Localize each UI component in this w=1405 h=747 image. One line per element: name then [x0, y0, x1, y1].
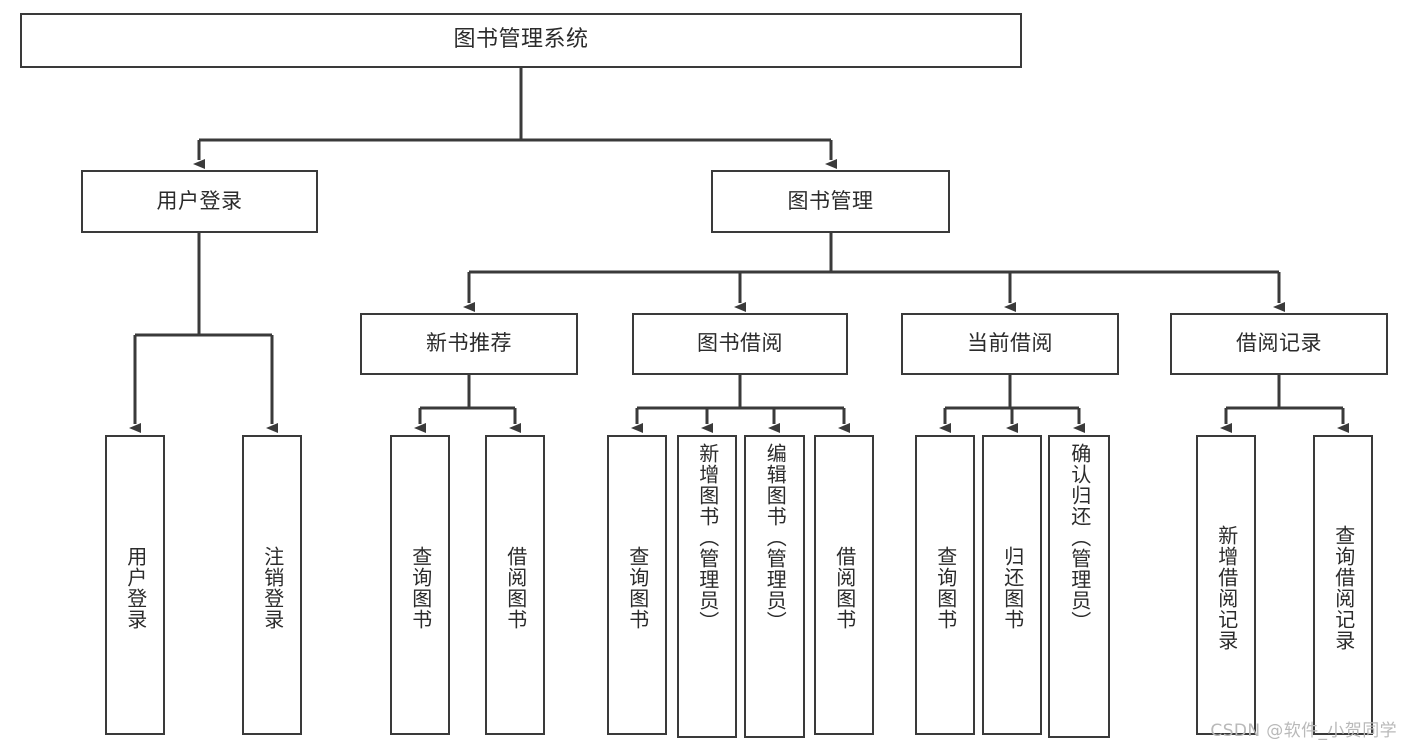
- leaf-current-borrow-return-book[interactable]: 归还图书: [982, 435, 1042, 735]
- node-borrow-record[interactable]: 借阅记录: [1170, 313, 1388, 375]
- node-root-book-management-system[interactable]: 图书管理系统: [20, 13, 1022, 68]
- connector-group-borrow-records: [1220, 375, 1349, 433]
- leaf-book-borrow-borrow-book[interactable]: 借阅图书: [814, 435, 874, 735]
- leaf-label: 借阅图书: [832, 546, 857, 630]
- connector-group-user-login: [129, 233, 278, 433]
- leaf-user-login-login[interactable]: 用户登录: [105, 435, 165, 735]
- leaf-borrow-record-query-record[interactable]: 查询借阅记录: [1313, 435, 1373, 735]
- leaf-new-book-query-book[interactable]: 查询图书: [390, 435, 450, 735]
- leaf-book-borrow-edit-book-admin[interactable]: 编辑图书（管理员）: [744, 435, 805, 738]
- connector-group-root: [193, 68, 837, 169]
- leaf-label: 用户登录: [123, 546, 148, 630]
- node-label: 图书管理: [787, 188, 874, 213]
- leaf-new-book-borrow-book[interactable]: 借阅图书: [485, 435, 545, 735]
- leaf-label: 查询借阅记录: [1331, 525, 1356, 651]
- leaf-user-login-logout[interactable]: 注销登录: [242, 435, 302, 735]
- connector-group-borrow: [631, 375, 850, 433]
- node-label: 图书借阅: [697, 331, 783, 356]
- leaf-borrow-record-add-record[interactable]: 新增借阅记录: [1196, 435, 1256, 735]
- leaf-label: 确认归还（管理员）: [1067, 443, 1092, 632]
- node-label: 当前借阅: [967, 331, 1053, 356]
- leaf-label: 查询图书: [625, 546, 650, 630]
- connector-group-book-mgmt: [463, 233, 1285, 312]
- leaf-label: 新增借阅记录: [1214, 525, 1239, 651]
- leaf-book-borrow-add-book-admin[interactable]: 新增图书（管理员）: [677, 435, 737, 738]
- node-book-management[interactable]: 图书管理: [711, 170, 950, 233]
- node-book-borrow[interactable]: 图书借阅: [632, 313, 848, 375]
- leaf-book-borrow-query-book[interactable]: 查询图书: [607, 435, 667, 735]
- leaf-label: 注销登录: [260, 546, 285, 630]
- node-current-borrow[interactable]: 当前借阅: [901, 313, 1119, 375]
- node-label: 图书管理系统: [453, 27, 589, 53]
- node-label: 新书推荐: [426, 331, 512, 356]
- node-label: 用户登录: [156, 188, 243, 213]
- connector-group-current-borrow: [939, 375, 1085, 433]
- leaf-current-borrow-confirm-return-admin[interactable]: 确认归还（管理员）: [1048, 435, 1110, 738]
- leaf-label: 新增图书（管理员）: [695, 443, 720, 632]
- leaf-label: 归还图书: [1000, 546, 1025, 630]
- leaf-label: 编辑图书（管理员）: [763, 443, 788, 632]
- node-user-login[interactable]: 用户登录: [81, 170, 318, 233]
- node-label: 借阅记录: [1236, 331, 1322, 356]
- connector-group-new-books: [414, 375, 521, 433]
- leaf-current-borrow-query-book[interactable]: 查询图书: [915, 435, 975, 735]
- node-new-book-recommend[interactable]: 新书推荐: [360, 313, 578, 375]
- csdn-watermark: CSDN @软件_小贺同学: [1210, 721, 1397, 741]
- leaf-label: 查询图书: [408, 546, 433, 630]
- leaf-label: 借阅图书: [503, 546, 528, 630]
- leaf-label: 查询图书: [933, 546, 958, 630]
